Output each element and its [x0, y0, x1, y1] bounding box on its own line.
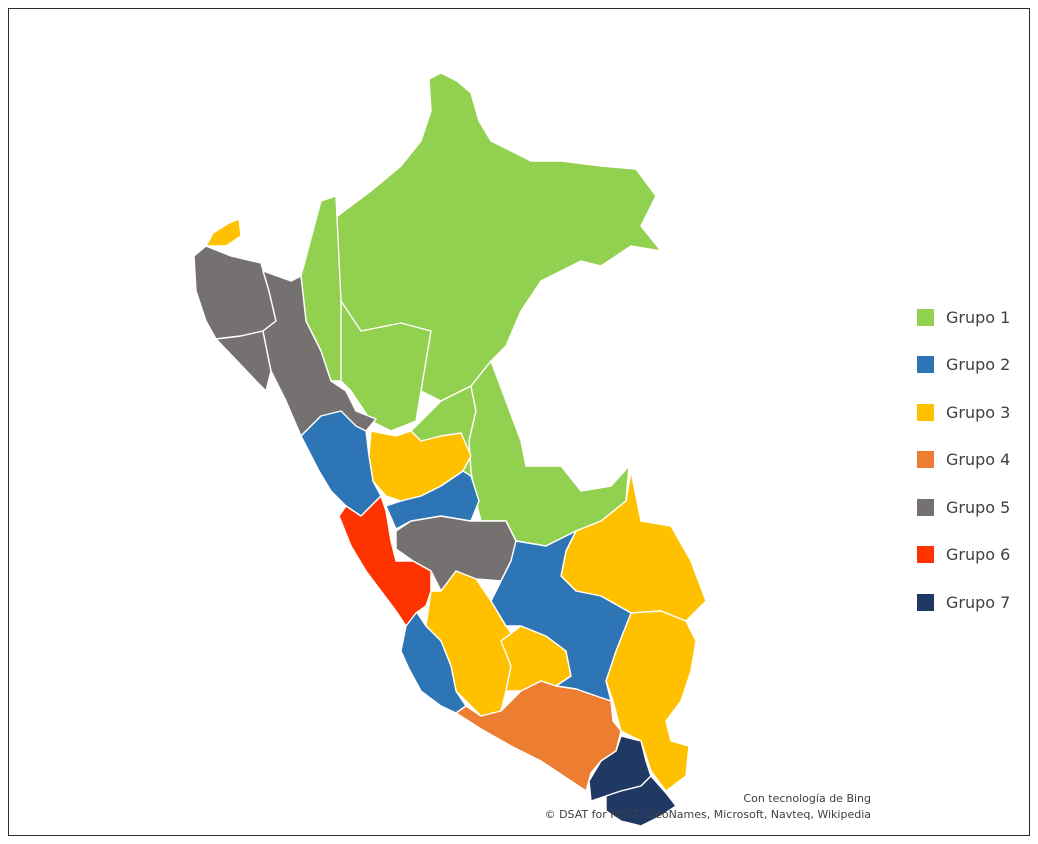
- legend-label: Grupo 2: [946, 355, 1011, 374]
- region-arequipa[interactable]: [455, 680, 622, 792]
- legend-label: Grupo 1: [946, 307, 1011, 327]
- legend-swatch: [917, 593, 934, 611]
- region-piura[interactable]: [193, 245, 277, 340]
- bing-attribution: Con tecnología de Bing: [743, 792, 871, 805]
- peru-map: [193, 72, 707, 827]
- legend-item-grupo-4: Grupo 4: [917, 448, 1010, 472]
- map-frame: Grupo 1 Grupo 2 Grupo 3 Grupo 4 Grupo 5 …: [8, 8, 1030, 836]
- legend-swatch: [917, 451, 934, 468]
- legend-swatch: [917, 308, 934, 326]
- legend-item-grupo-6: Grupo 6: [917, 543, 1010, 567]
- region-san-martin[interactable]: [340, 300, 432, 432]
- region-la-libertad[interactable]: [300, 410, 382, 517]
- legend-item-grupo-7: Grupo 7: [917, 590, 1010, 614]
- legend-swatch: [917, 356, 934, 373]
- legend-label: Grupo 3: [946, 402, 1011, 422]
- region-pasco[interactable]: [385, 470, 480, 530]
- region-lambayeque[interactable]: [215, 330, 272, 392]
- legend-swatch: [917, 546, 934, 563]
- region-lima[interactable]: [338, 495, 432, 627]
- legend-label: Grupo 6: [946, 545, 1011, 564]
- region-tacna[interactable]: [605, 775, 677, 827]
- legend-item-grupo-3: Grupo 3: [917, 400, 1010, 424]
- legend-swatch: [917, 403, 934, 421]
- data-attribution: © DSAT for MSFT, GeoNames, Microsoft, Na…: [544, 808, 871, 821]
- map-legend: Grupo 1 Grupo 2 Grupo 3 Grupo 4 Grupo 5 …: [917, 305, 1010, 638]
- legend-swatch: [917, 498, 934, 516]
- legend-label: Grupo 5: [946, 497, 1011, 517]
- legend-label: Grupo 7: [946, 592, 1011, 612]
- legend-label: Grupo 4: [946, 450, 1011, 469]
- legend-item-grupo-5: Grupo 5: [917, 495, 1010, 519]
- region-tumbes[interactable]: [205, 218, 242, 247]
- legend-item-grupo-1: Grupo 1: [917, 305, 1010, 329]
- legend-item-grupo-2: Grupo 2: [917, 353, 1010, 377]
- region-puno[interactable]: [605, 610, 697, 792]
